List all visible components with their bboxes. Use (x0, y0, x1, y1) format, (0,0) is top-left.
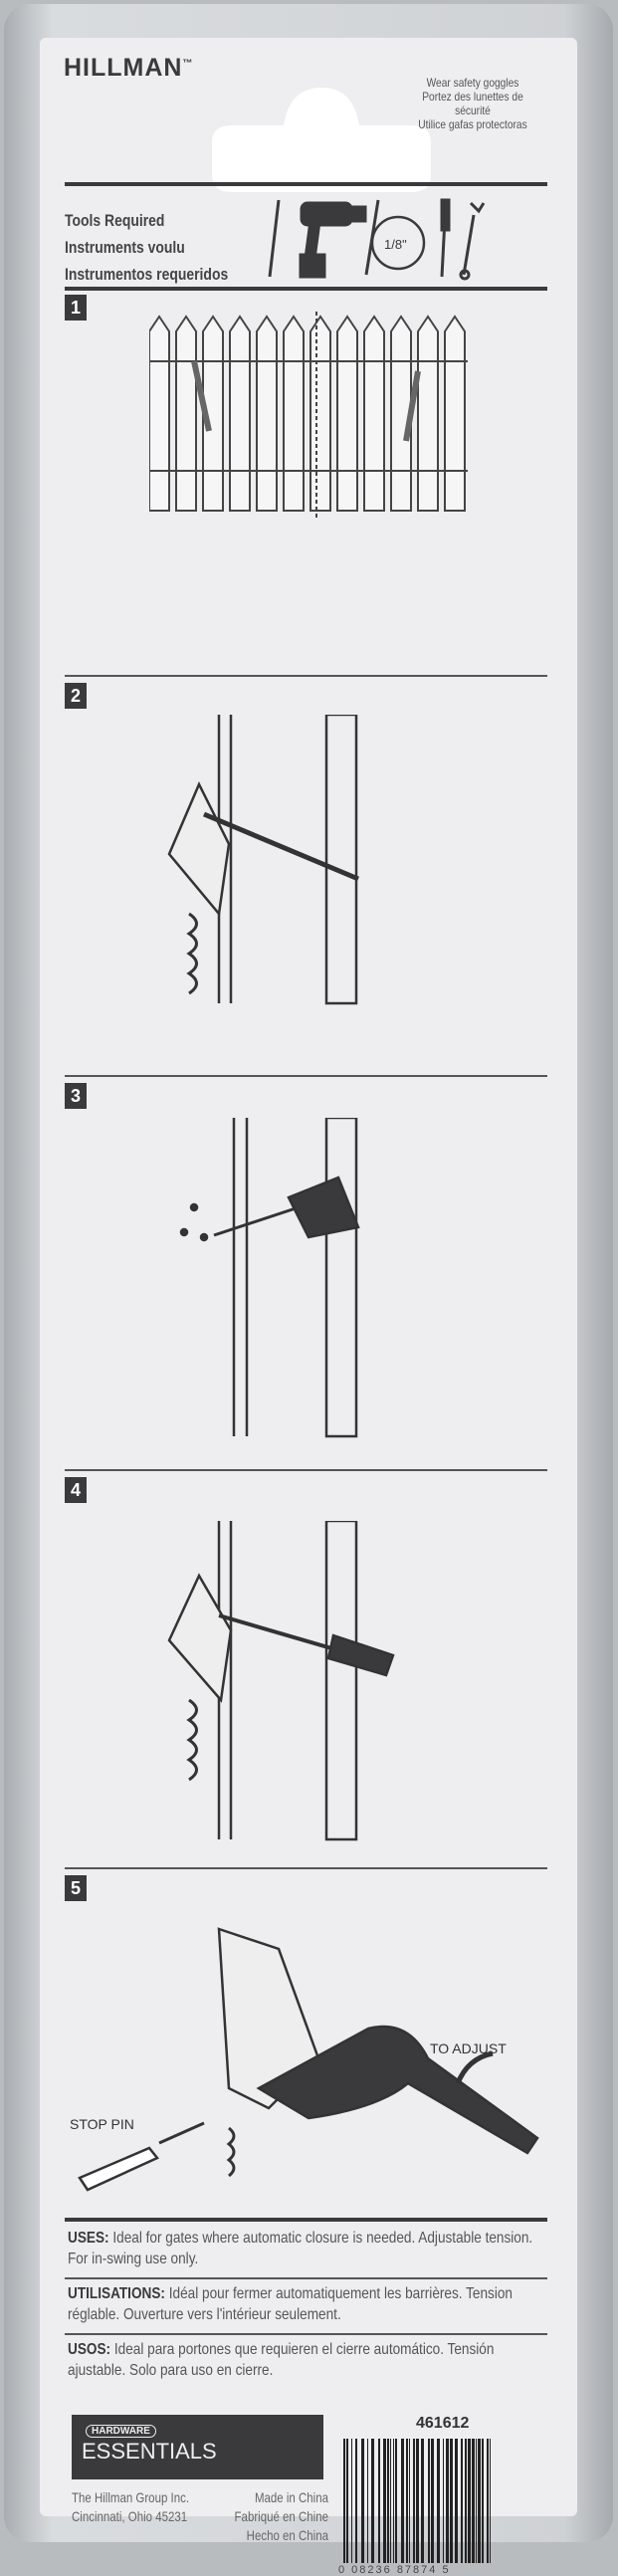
brand-logo: HILLMAN™ (64, 54, 194, 82)
divider (65, 1867, 547, 1869)
barcode-bar (416, 2439, 419, 2563)
picket (175, 315, 197, 512)
barcode-bar (346, 2439, 348, 2563)
picket (256, 315, 278, 512)
barcode-bar (401, 2439, 404, 2563)
step-number: 4 (65, 1477, 87, 1503)
barcode-bar (413, 2439, 415, 2563)
attach-screws-illustration (167, 1521, 395, 1841)
drill-holes-illustration (179, 1118, 360, 1438)
screwdriver-icon (440, 198, 451, 278)
barcode-bar (443, 2439, 444, 2563)
barcode-bar (355, 2439, 357, 2563)
picket (363, 315, 385, 512)
barcode-bar (378, 2439, 380, 2563)
barcode-bar (387, 2439, 389, 2563)
pencil-icon (268, 199, 281, 278)
wrench-icon (459, 201, 486, 281)
barcode-bar (428, 2439, 430, 2563)
barcode-bar (367, 2439, 368, 2563)
divider (65, 182, 547, 186)
barcode-bar (490, 2439, 491, 2563)
picket (444, 315, 466, 512)
stop-pin-label: STOP PIN (70, 2116, 134, 2132)
barcode-bar (446, 2439, 449, 2563)
barcode-bar (450, 2439, 453, 2563)
barcode-bar (487, 2439, 489, 2563)
picket (229, 315, 251, 512)
uses-english: USES: Ideal for gates where automatic cl… (68, 2230, 533, 2267)
barcode-bar (395, 2439, 397, 2563)
barcode-bar (468, 2439, 471, 2563)
divider (65, 2333, 547, 2335)
picket (283, 315, 305, 512)
divider (65, 2277, 547, 2279)
gate-illustration (149, 312, 468, 521)
picket (336, 315, 358, 512)
drill-bit-icon: 1/8" (364, 199, 426, 276)
divider (65, 287, 547, 291)
drill-icon (299, 201, 367, 279)
sku-number: 461612 (416, 2415, 470, 2432)
barcode-bar (437, 2439, 440, 2563)
step-number: 3 (65, 1083, 87, 1109)
barcode-bar (476, 2439, 477, 2563)
adjust-tension-illustration (78, 1927, 539, 2192)
barcode-bar (465, 2439, 467, 2563)
barcode-bar (371, 2439, 374, 2563)
barcode-bar (482, 2439, 484, 2563)
divider (65, 1469, 547, 1471)
picket (417, 315, 439, 512)
picket (309, 315, 331, 512)
barcode-bar (409, 2439, 410, 2563)
barcode (343, 2439, 491, 2563)
mark-holes-illustration (167, 715, 359, 1005)
divider (65, 2218, 547, 2222)
barcode-bar (455, 2439, 458, 2563)
barcode-bar (390, 2439, 391, 2563)
uses-spanish: USOS: Ideal para portones que requieren … (68, 2341, 495, 2379)
barcode-bar (461, 2439, 463, 2563)
svg-text:1/8": 1/8" (384, 237, 407, 252)
divider (65, 675, 547, 677)
hang-hole (212, 88, 431, 192)
to-adjust-label: TO ADJUST (430, 2040, 507, 2056)
picket (149, 315, 170, 512)
barcode-bar (361, 2439, 364, 2563)
barcode-bar (421, 2439, 424, 2563)
barcode-bar (478, 2439, 481, 2563)
step-number: 5 (65, 1875, 87, 1901)
step-number: 2 (65, 683, 87, 709)
barcode-bar (406, 2439, 408, 2563)
divider (65, 1075, 547, 1077)
step-number: 1 (65, 295, 87, 321)
uses-french: UTILISATIONS: Idéal pour fermer automati… (68, 2285, 513, 2323)
tools-icons: 1/8" (268, 198, 486, 281)
company-address: The Hillman Group Inc.Cincinnati, Ohio 4… (72, 2489, 190, 2524)
barcode-number: 0 08236 87874 5 (338, 2564, 451, 2576)
barcode-bar (472, 2439, 475, 2563)
barcode-bar (393, 2439, 394, 2563)
barcode-bar (383, 2439, 386, 2563)
barcode-bar (343, 2439, 345, 2563)
hardware-essentials-logo: HARDWARE ESSENTIALS (72, 2415, 323, 2479)
barcode-bar (351, 2439, 352, 2563)
barcode-bar (431, 2439, 434, 2563)
